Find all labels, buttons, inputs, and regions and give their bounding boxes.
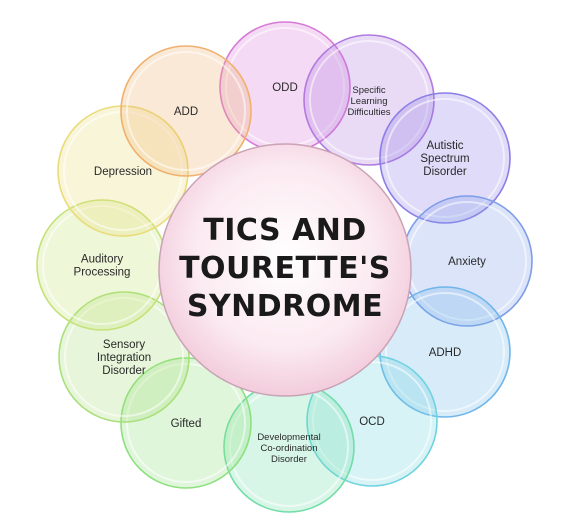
satellite-label-line: Specific [352,85,386,96]
satellite-highlight-autistic-spectrum-disorder [385,98,505,218]
satellite-label-line: Integration [97,352,151,364]
satellite-highlight-add [126,51,246,171]
center-title-line-2: TOURETTE'S [179,251,391,286]
satellite-highlight-depression [63,111,183,231]
center-node: TICS AND TOURETTE'S SYNDROME [158,143,412,397]
satellite-label-line: ADD [174,106,198,118]
satellite-circle-depression [57,105,189,237]
satellite-label-line: ADHD [429,347,462,359]
satellite-label-line: Disorder [271,454,307,465]
satellite-label-line: Co-ordination [260,443,317,454]
satellite-label-adhd: ADHD [429,347,462,359]
satellite-layer [36,21,533,513]
satellite-circle-add [120,45,252,177]
center-title-line-1: TICS AND [203,213,366,248]
satellite-label-line: Anxiety [448,256,486,268]
satellite-highlight-adhd [385,292,505,412]
satellite-label-line: Gifted [171,418,202,430]
satellite-label-ocd: OCD [359,416,385,428]
satellite-label-gifted: Gifted [171,418,202,430]
satellite-label-line: Depression [94,166,152,178]
satellite-label-line: Autistic [426,140,463,152]
satellite-label-line: Auditory [81,254,123,266]
satellite-label-line: OCD [359,416,385,428]
satellite-label-line: Developmental [257,432,320,443]
satellite-label-add: ADD [174,106,198,118]
center-circle [158,143,412,397]
satellite-highlight-sensory-integration-disorder [64,297,184,417]
satellite-label-line: Spectrum [420,153,469,165]
satellite-label-depression: Depression [94,166,152,178]
satellite-circle-gifted [120,357,252,489]
center-title-line-3: SYNDROME [187,289,383,324]
satellite-label-line: Sensory [103,339,145,351]
satellite-label-line: Processing [74,267,131,279]
satellite-circle-sensory-integration-disorder [58,291,190,423]
satellite-circle-autistic-spectrum-disorder [379,92,511,224]
satellite-label-anxiety: Anxiety [448,256,486,268]
satellite-label-line: Learning [351,96,388,107]
satellite-label-line: Difficulties [347,107,390,118]
satellite-label-line: ODD [272,82,298,94]
satellite-label-line: Disorder [102,365,146,377]
satellite-label-odd: ODD [272,82,298,94]
satellite-highlight-specific-learning-difficulties [309,40,429,160]
satellite-label-line: Disorder [423,166,467,178]
satellite-highlight-gifted [126,363,246,483]
